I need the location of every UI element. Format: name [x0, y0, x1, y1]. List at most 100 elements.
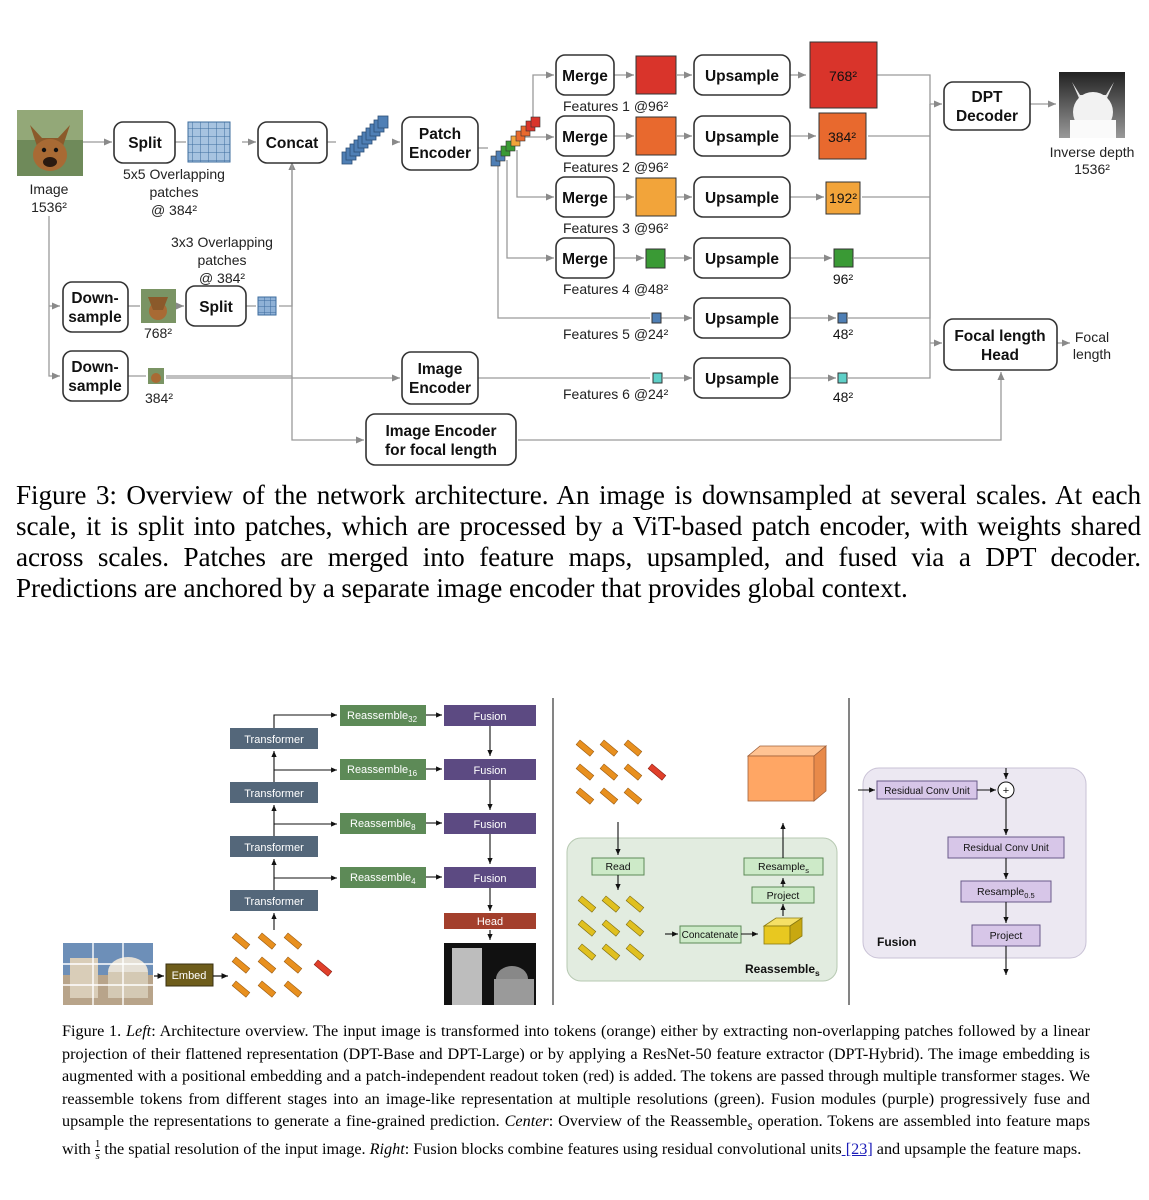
feature-2-square — [635, 116, 677, 156]
feature-4-square — [645, 248, 666, 269]
concat-box — [257, 121, 328, 164]
output-48-square-b — [837, 372, 848, 384]
focal-length-head-box — [943, 318, 1058, 371]
resample05-label: Resample0.5 — [977, 886, 1035, 900]
reassemble-title: Reassembles — [745, 962, 820, 978]
fusion-panel — [862, 767, 1087, 959]
concat-label: Concat — [266, 135, 319, 152]
fusion-label-4: Fusion — [473, 873, 506, 885]
head-box — [444, 913, 536, 929]
output-48-label-b: 48² — [833, 389, 854, 405]
image-encoder-focal-label-2: for focal length — [385, 442, 497, 459]
focal-output-label-1: Focal — [1075, 329, 1109, 345]
reassembled-volume — [762, 917, 804, 945]
inverse-depth-label: Inverse depth — [1050, 144, 1135, 160]
features-6-label: Features 6 @24² — [563, 386, 669, 402]
upsample-label-4: Upsample — [705, 251, 779, 268]
output-768-square — [809, 41, 878, 109]
dpt-decoder-label-1: DPT — [972, 89, 1004, 106]
split-label: Split — [128, 135, 162, 152]
split1-caption-1: 5x5 Overlapping — [123, 166, 225, 182]
figure-3-caption: Figure 3: Overview of the network archit… — [16, 480, 1141, 603]
merge-label-4: Merge — [562, 251, 608, 268]
split1-caption-2: patches — [149, 184, 198, 200]
split2-caption-1: 3x3 Overlapping — [171, 234, 273, 250]
downsample-box-1 — [62, 281, 129, 333]
citation-link[interactable]: [23] — [841, 1140, 873, 1159]
transformer-label-3: Transformer — [244, 842, 304, 854]
feature-6-square — [652, 372, 663, 384]
image-encoder-label-2: Encoder — [409, 380, 471, 397]
project-label-right: Project — [990, 930, 1023, 942]
tokens-center-read — [577, 895, 645, 961]
upsample-label-6: Upsample — [705, 371, 779, 388]
dpt-decoder-label-2: Decoder — [956, 108, 1018, 125]
image-encoder-box — [401, 351, 479, 405]
sum-symbol: + — [1003, 785, 1009, 797]
reassemble32-label: Reassemble32 — [347, 710, 418, 724]
reassemble4-label: Reassemble4 — [350, 872, 416, 886]
encoded-token-stack — [490, 116, 541, 167]
split2-caption-3: @ 384² — [199, 270, 245, 286]
inverse-depth-image — [1059, 72, 1125, 138]
transformer-label-4: Transformer — [244, 896, 304, 908]
dpt-decoder-box — [943, 81, 1031, 131]
project-label-center: Project — [767, 890, 800, 902]
split-box — [113, 121, 176, 164]
output-192-label: 192² — [829, 190, 857, 206]
concatenate-label: Concatenate — [682, 930, 739, 941]
patch-grid-5x5 — [187, 121, 231, 163]
rcu-label-1: Residual Conv Unit — [884, 786, 970, 797]
feature-3-square — [635, 177, 677, 217]
patch-encoder-box — [401, 116, 479, 171]
downsample-box-2 — [62, 350, 129, 402]
split2-caption-2: patches — [197, 252, 246, 268]
read-label: Read — [605, 861, 630, 873]
dog-thumbnail-384 — [148, 368, 164, 384]
tokens-left — [231, 932, 333, 998]
feature-1-square — [635, 55, 677, 95]
patch-grid-3x3 — [257, 296, 277, 316]
output-192-square — [825, 181, 861, 215]
merge-boxes — [555, 54, 615, 279]
inverse-depth-size: 1536² — [1074, 161, 1110, 177]
feature-5-square — [651, 312, 662, 324]
tokens-center-top — [575, 739, 667, 805]
split-box-2 — [185, 285, 247, 327]
embed-label: Embed — [172, 970, 207, 982]
reassemble8-label: Reassemble8 — [350, 818, 416, 832]
fusion-label-1: Fusion — [473, 711, 506, 723]
merge-label-3: Merge — [562, 190, 608, 207]
focal-output-label-2: length — [1073, 346, 1111, 362]
focal-head-label-1: Focal length — [954, 328, 1045, 345]
output-96-label: 96² — [833, 271, 854, 287]
transformer-stack — [230, 728, 318, 911]
output-768-label: 768² — [829, 68, 857, 84]
output-384-label: 384² — [828, 129, 856, 145]
input-dog-image — [17, 110, 83, 176]
features-5-label: Features 5 @24² — [563, 326, 669, 342]
image-encoder-focal-label-1: Image Encoder — [385, 423, 496, 440]
merge-label-1: Merge — [562, 68, 608, 85]
image-encoder-label-1: Image — [418, 361, 463, 378]
image-label: Image — [30, 181, 69, 197]
reassemble-boxes — [340, 705, 426, 888]
downsample-1-label-a: Down- — [71, 290, 118, 307]
embed-box — [165, 963, 214, 987]
image-encoder-focal-box — [365, 413, 517, 466]
patch-stack — [341, 115, 389, 165]
depth-output-image — [444, 943, 536, 1005]
transformer-label-1: Transformer — [244, 734, 304, 746]
features-4-label: Features 4 @48² — [563, 281, 669, 297]
upsample-label-5: Upsample — [705, 311, 779, 328]
image-size-label: 1536² — [31, 199, 67, 215]
patch-encoder-label-2: Encoder — [409, 145, 471, 162]
features-2-label: Features 2 @96² — [563, 159, 669, 175]
figure-1-caption: Figure 1. Left: Architecture overview. T… — [62, 1022, 1090, 1162]
split1-caption-3: @ 384² — [151, 202, 197, 218]
output-384-square — [818, 112, 867, 160]
upsample-label-1: Upsample — [705, 68, 779, 85]
fusion-title: Fusion — [877, 935, 916, 949]
dog-thumbnail-768 — [141, 289, 176, 323]
